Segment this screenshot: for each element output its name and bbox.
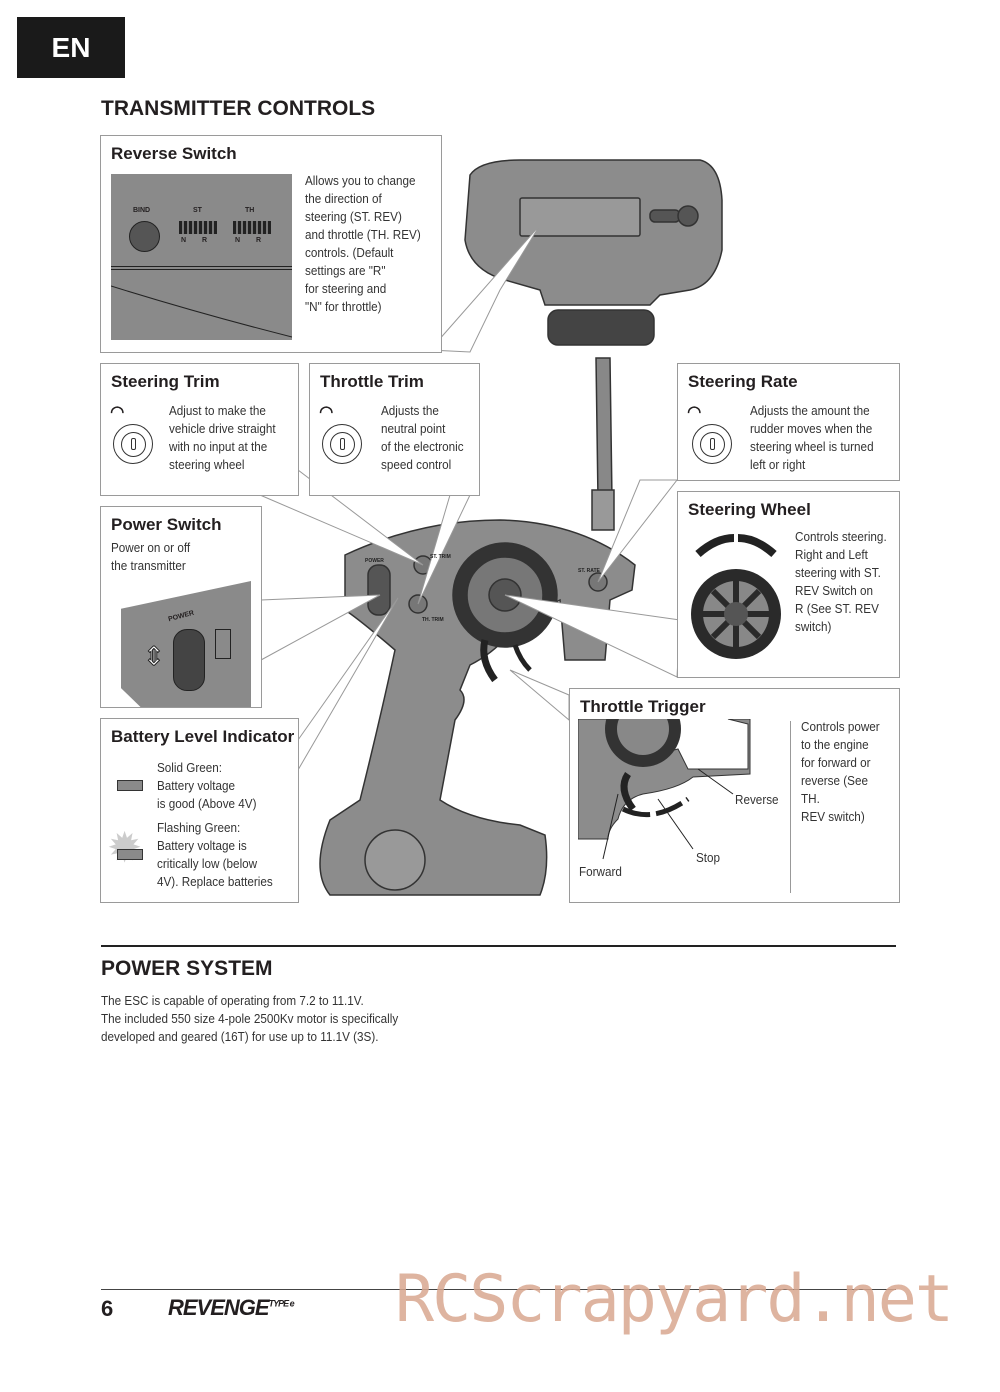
panel-divider [790, 721, 791, 893]
tx-label-st-rate: ST. RATE [578, 568, 601, 574]
language-tab: EN [17, 17, 125, 78]
flashing-green-description: Flashing Green: Battery voltage is criti… [157, 820, 273, 889]
throttle-trigger-panel: Throttle Trigger Reverse Stop Forward Co… [569, 688, 900, 903]
reverse-switch-panel: Reverse Switch BIND ST N R TH N R Allows… [100, 135, 442, 353]
panel-title: Steering Wheel [688, 500, 811, 519]
n-label: N [181, 237, 187, 244]
section-divider [101, 945, 896, 947]
transmitter-body [319, 519, 636, 896]
bind-button [129, 221, 160, 252]
tx-label-st-trim: ST. TRIM [430, 554, 451, 560]
trim-knob-icon [113, 424, 153, 464]
forward-label: Forward [579, 864, 622, 879]
power-switch [173, 629, 205, 691]
up-down-arrow-icon: ⇕ [143, 641, 166, 672]
tx-label-power: POWER [365, 558, 384, 564]
panel-description: Allows you to change the direction of st… [305, 173, 421, 314]
panel-title: Steering Trim [111, 372, 220, 391]
st-reverse-switch [179, 221, 217, 234]
panel-description: Controls steering. Right and Left steeri… [795, 529, 887, 634]
case-curve [111, 285, 292, 338]
battery-led-housing [215, 629, 231, 659]
st-switch-positions: N R [181, 237, 207, 244]
stop-label: Stop [696, 850, 721, 865]
watermark: RCScrapyard.net [395, 1262, 954, 1337]
n-label: N [235, 237, 241, 244]
panel-title: Throttle Trigger [580, 697, 706, 716]
steering-wheel-icon [691, 534, 781, 659]
reverse-label: Reverse [735, 792, 779, 807]
power-label: POWER [167, 609, 195, 624]
rate-knob-icon [692, 424, 732, 464]
panel-title: Power Switch [111, 515, 222, 534]
revenge-logo: REVENGETYPE e [168, 1295, 295, 1320]
power-system-text: The ESC is capable of operating from 7.2… [101, 993, 399, 1044]
footer-rule [101, 1289, 896, 1290]
steering-rate-panel: Steering Rate ◜◝ Adjusts the amount the … [677, 363, 900, 481]
throttle-trim-panel: Throttle Trim ◜◝ Adjusts the neutral poi… [309, 363, 480, 496]
panel-title: Steering Rate [688, 372, 798, 391]
th-switch-positions: N R [235, 237, 261, 244]
power-switch-closeup: POWER ⇕ [121, 581, 251, 707]
panel-description: Adjusts the amount the rudder moves when… [750, 403, 874, 472]
flashing-led-icon [117, 849, 143, 860]
r-label: R [256, 237, 262, 244]
r-label: R [202, 237, 208, 244]
panel-edge-line [111, 266, 292, 270]
section-title-transmitter-controls: TRANSMITTER CONTROLS [101, 97, 376, 120]
throttle-trigger-closeup [578, 719, 751, 860]
solid-led-icon [117, 780, 143, 791]
battery-level-panel: Battery Level Indicator Solid Green: Bat… [100, 718, 299, 903]
panel-description: Adjust to make the vehicle drive straigh… [169, 403, 276, 472]
panel-title: Reverse Switch [111, 144, 237, 163]
panel-description: Power on or off the transmitter [111, 540, 191, 573]
reverse-switch-closeup: BIND ST N R TH N R [111, 174, 292, 340]
rotate-arrows-icon: ◜◝ [111, 404, 124, 421]
section-title-power-system: POWER SYSTEM [101, 957, 273, 980]
flashing-led-burst-icon: ✹ [107, 824, 143, 871]
trim-knob-icon [322, 424, 362, 464]
steering-wheel-panel: Steering Wheel Controls steering. Right … [677, 491, 900, 678]
rotate-arrows-icon: ◜◝ [688, 404, 701, 421]
panel-title: Throttle Trim [320, 372, 424, 391]
panel-description: Adjusts the neutral point of the electro… [381, 403, 464, 472]
solid-green-description: Solid Green: Battery voltage is good (Ab… [157, 760, 257, 811]
rotate-arrows-icon: ◜◝ [320, 404, 333, 421]
antenna [595, 357, 613, 501]
th-reverse-switch [233, 221, 271, 234]
st-label: ST [193, 207, 202, 214]
tx-label-th-trim: TH. TRIM [422, 617, 444, 623]
page-number: 6 [101, 1296, 114, 1321]
steering-trim-panel: Steering Trim ◜◝ Adjust to make the vehi… [100, 363, 299, 496]
panel-title: Battery Level Indicator [111, 727, 295, 746]
th-label: TH [245, 207, 255, 214]
power-switch-panel: Power Switch Power on or off the transmi… [100, 506, 262, 708]
bind-label: BIND [133, 207, 151, 214]
panel-description: Controls power to the engine for forward… [801, 719, 880, 824]
